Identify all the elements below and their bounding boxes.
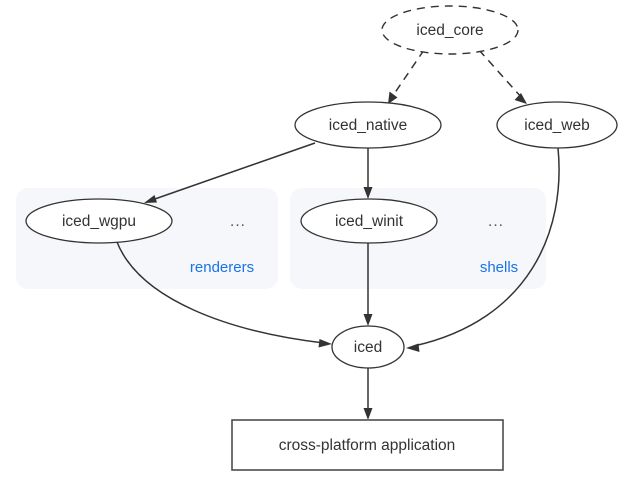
edge-core-to-web-arrowhead: [514, 93, 527, 104]
edge-native-to-winit: [363, 148, 373, 199]
edge-wgpu-to-iced-line: [116, 241, 325, 344]
edge-winit-to-iced-arrowhead: [363, 314, 373, 326]
edge-core-to-native-line: [391, 49, 425, 98]
node-iced-core-label: iced_core: [416, 22, 483, 39]
shells-more-placeholder: ...: [488, 213, 504, 230]
node-iced[interactable]: iced: [331, 325, 405, 369]
edge-web-to-iced: [406, 147, 560, 352]
node-cross-platform-application[interactable]: cross-platform application: [231, 419, 504, 471]
node-iced-wgpu-label: iced_wgpu: [62, 213, 136, 230]
node-iced-winit-label: iced_winit: [335, 213, 404, 230]
node-iced-core[interactable]: iced_core: [381, 5, 519, 55]
node-iced-native-shape[interactable]: [294, 101, 442, 149]
node-iced-shape[interactable]: [331, 325, 405, 369]
edge-native-to-winit-arrowhead: [363, 187, 373, 199]
node-iced-label: iced: [354, 339, 382, 356]
edge-core-to-native-arrowhead: [388, 91, 398, 104]
node-iced-web[interactable]: iced_web: [496, 101, 618, 149]
edge-wgpu-to-iced-arrowhead: [318, 339, 332, 348]
edge-core-to-web: [478, 49, 527, 104]
node-iced-core-shape[interactable]: [381, 5, 519, 55]
edge-web-to-iced-arrowhead: [406, 343, 420, 352]
node-iced-native[interactable]: iced_native: [294, 101, 442, 149]
edge-native-to-wgpu-arrowhead: [144, 195, 157, 203]
edge-iced-to-app-arrowhead: [363, 408, 373, 420]
node-cross-platform-application-shape[interactable]: [231, 419, 504, 471]
edge-iced-to-app: [363, 368, 373, 420]
edge-native-to-wgpu-line: [151, 142, 316, 201]
cluster-renderers-label: renderers: [190, 259, 254, 276]
node-iced-winit[interactable]: iced_winit: [300, 198, 438, 244]
node-iced-wgpu-shape[interactable]: [25, 198, 173, 244]
renderers-more-placeholder: ...: [230, 213, 246, 230]
node-iced-native-label: iced_native: [329, 117, 407, 134]
node-iced-winit-shape[interactable]: [300, 198, 438, 244]
node-iced-web-label: iced_web: [524, 117, 590, 134]
node-iced-wgpu[interactable]: iced_wgpu: [25, 198, 173, 244]
edge-winit-to-iced: [363, 243, 373, 326]
edge-wgpu-to-iced: [116, 241, 332, 348]
edge-web-to-iced-line: [413, 147, 560, 347]
edge-native-to-wgpu: [144, 142, 316, 203]
cluster-shells-label: shells: [480, 259, 518, 276]
edge-core-to-native: [388, 49, 425, 104]
node-iced-web-shape[interactable]: [496, 101, 618, 149]
edge-core-to-web-line: [478, 49, 523, 99]
node-cross-platform-application-label: cross-platform application: [279, 437, 456, 454]
